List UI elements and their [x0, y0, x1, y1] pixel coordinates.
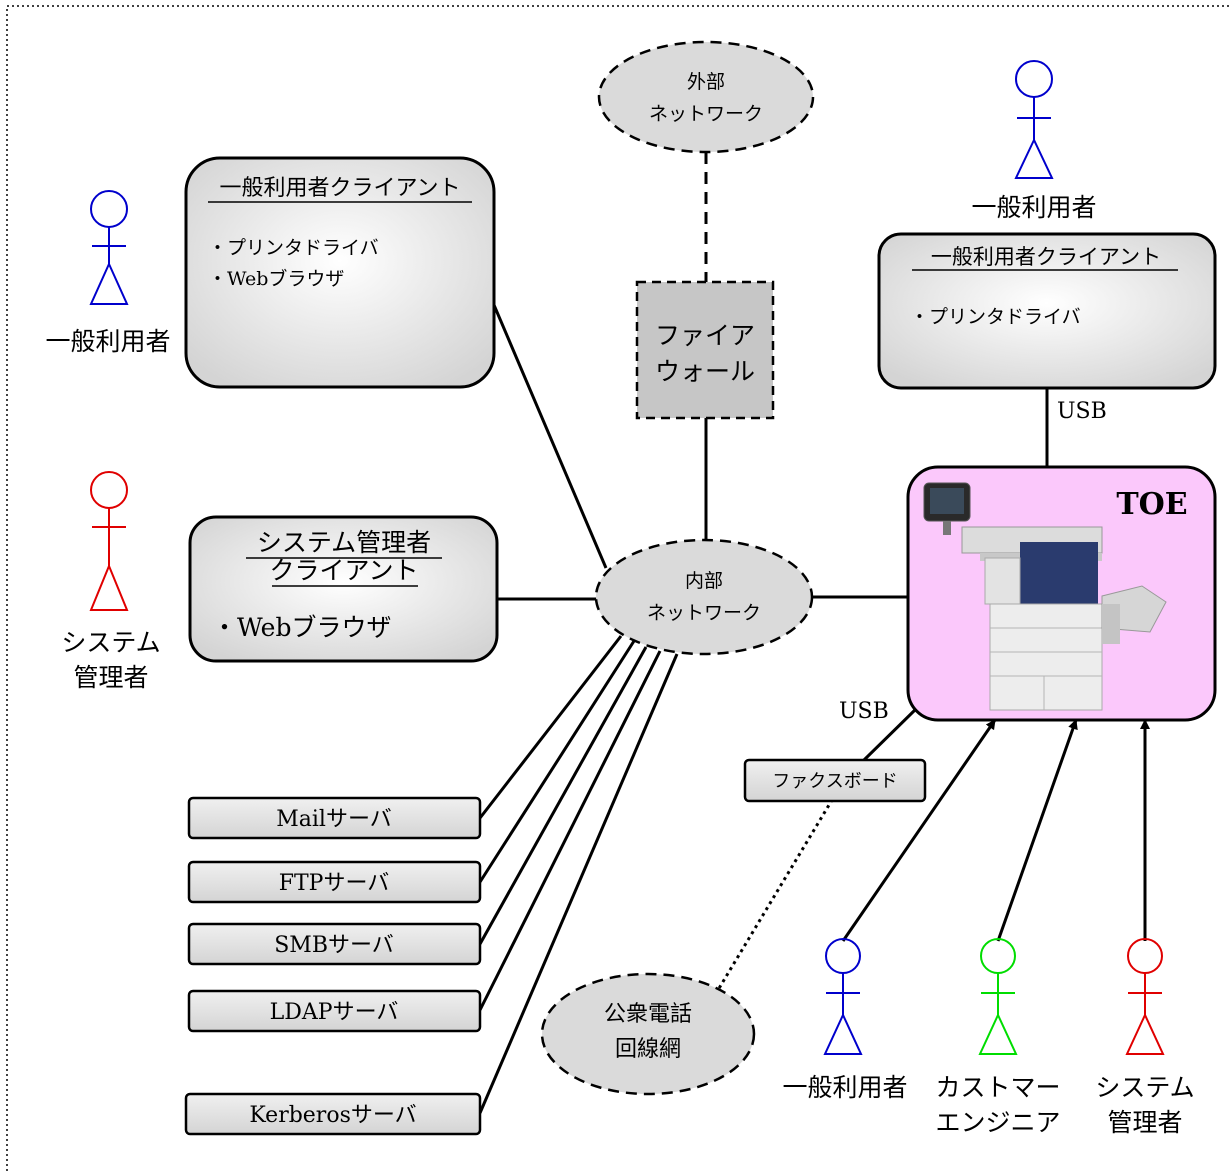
ftp-server: FTPサーバ [187, 860, 482, 904]
actor-admin-bottom-label-line2: 管理者 [1107, 1108, 1182, 1137]
kerberos-server: Kerberosサーバ [184, 1092, 482, 1136]
fax-board-label: ファクスボード [772, 771, 897, 792]
fax-board: ファクスボード [743, 758, 927, 803]
actor-user-left: 一般利用者 [45, 190, 171, 356]
actor-admin-bottom-label-line1: システム [1095, 1073, 1194, 1102]
usb-label-right-client: USB [1057, 399, 1107, 424]
internal-network: 内部 ネットワーク [594, 538, 814, 656]
admin-client-item-web-browser: ・Webブラウザ [212, 613, 391, 642]
ftp-server-label: FTPサーバ [279, 871, 390, 896]
external-network: 外部 ネットワーク [597, 40, 815, 154]
pstn-line1: 公衆電話 [604, 1002, 692, 1027]
toe-box: TOE [906, 465, 1217, 722]
actor-admin-bottom: システム 管理者 [1095, 938, 1195, 1137]
ftp-server-link [478, 640, 636, 883]
smb-server-link [478, 646, 648, 945]
actor-engineer-bottom: カストマー エンジニア [935, 938, 1061, 1137]
actor-engineer-bottom-label-line2: エンジニア [935, 1108, 1060, 1137]
fax-usb-link [862, 705, 920, 762]
ldap-server-label: LDAPサーバ [270, 1000, 399, 1025]
internal-network-line2: ネットワーク [647, 602, 761, 624]
smb-server-label: SMBサーバ [274, 933, 394, 958]
outer-frame [6, 5, 1231, 1171]
mfp-device-icon [923, 482, 1167, 711]
mail-server-link [478, 635, 623, 819]
kerberos-server-link [478, 653, 679, 1114]
actor-engineer-bottom-label-line1: カストマー [935, 1073, 1060, 1102]
ldap-server-link [478, 650, 662, 1011]
actor-user-top-right-label: 一般利用者 [971, 193, 1096, 222]
admin-client-title-line2: クライアント [269, 556, 418, 585]
client-left-box: 一般利用者クライアント ・プリンタドライバ ・Webブラウザ [184, 156, 496, 389]
smb-server: SMBサーバ [187, 922, 482, 966]
client-right-title: 一般利用者クライアント [931, 245, 1161, 269]
stick-figure-icon [978, 938, 1018, 1055]
actor-user-left-label: 一般利用者 [45, 327, 170, 356]
firewall-line2: ウォール [655, 357, 755, 386]
actor-admin-left-label-line2: 管理者 [73, 663, 148, 692]
actor-admin-left: システム 管理者 [61, 471, 161, 692]
engineer-to-toe-arrow [996, 719, 1078, 942]
firewall: ファイア ウォール [635, 280, 775, 420]
client-left-title: 一般利用者クライアント [219, 176, 460, 201]
ldap-server: LDAPサーバ [187, 989, 482, 1033]
stick-figure-icon [89, 190, 129, 305]
actor-admin-left-label-line1: システム [61, 628, 160, 657]
client-right-item-printer-driver: ・プリンタドライバ [910, 306, 1081, 328]
toe-label: TOE [1116, 487, 1187, 522]
client-left-item-web-browser: ・Webブラウザ [208, 267, 344, 290]
pstn: 公衆電話 回線網 [540, 972, 756, 1096]
stick-figure-icon [1125, 938, 1165, 1055]
admin-client-title-line1: システム管理者 [257, 528, 431, 557]
pstn-line2: 回線網 [615, 1037, 681, 1062]
stick-figure-icon [823, 938, 863, 1055]
firewall-line1: ファイア [655, 321, 755, 350]
external-network-line1: 外部 [687, 71, 725, 93]
admin-client-box: システム管理者 クライアント ・Webブラウザ [188, 515, 499, 663]
stick-figure-icon [89, 471, 129, 611]
user-to-toe-arrow [841, 719, 997, 942]
kerberos-server-label: Kerberosサーバ [249, 1103, 416, 1128]
mail-server: Mailサーバ [187, 796, 482, 840]
actor-user-top-right: 一般利用者 [971, 60, 1097, 222]
external-network-line2: ネットワーク [649, 103, 763, 125]
usb-label-fax: USB [839, 699, 889, 724]
stick-figure-icon [1014, 60, 1054, 179]
actor-user-bottom: 一般利用者 [782, 938, 908, 1102]
actor-user-bottom-label: 一般利用者 [782, 1073, 907, 1102]
client-left-item-printer-driver: ・プリンタドライバ [208, 237, 379, 259]
internal-network-line1: 内部 [685, 570, 723, 592]
client-right-box: 一般利用者クライアント ・プリンタドライバ [877, 232, 1217, 390]
left-client-to-internal-link [492, 304, 608, 569]
mail-server-label: Mailサーバ [276, 807, 392, 832]
